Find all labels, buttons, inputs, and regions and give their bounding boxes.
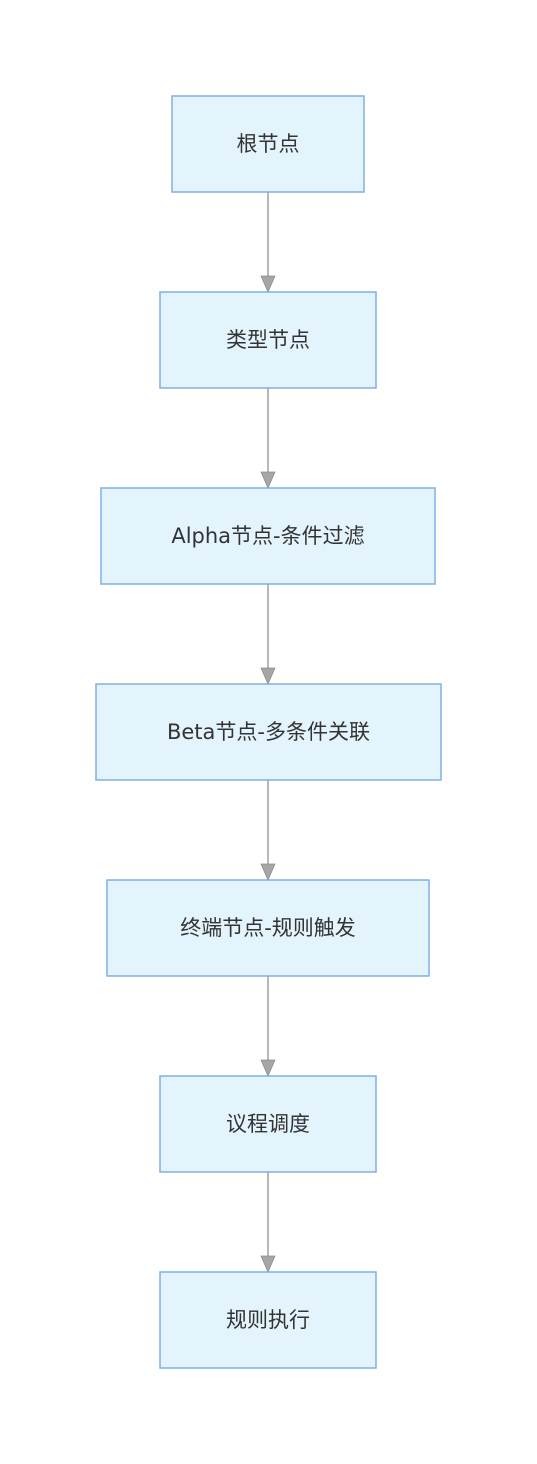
node-type: 类型节点 bbox=[159, 291, 377, 389]
arrowhead-execute bbox=[260, 1255, 276, 1273]
node-box-type bbox=[159, 291, 377, 389]
edges-layer bbox=[260, 192, 276, 1273]
node-label-type: 类型节点 bbox=[226, 328, 310, 352]
node-execute: 规则执行 bbox=[159, 1271, 377, 1369]
node-root: 根节点 bbox=[171, 95, 365, 193]
node-label-terminal: 终端节点-规则触发 bbox=[180, 916, 356, 940]
node-label-root: 根节点 bbox=[237, 132, 300, 156]
arrowhead-type bbox=[260, 275, 276, 293]
arrowhead-terminal bbox=[260, 863, 276, 881]
node-label-agenda: 议程调度 bbox=[226, 1112, 310, 1136]
node-box-beta bbox=[95, 683, 442, 781]
node-box-agenda bbox=[159, 1075, 377, 1173]
node-box-alpha bbox=[100, 487, 436, 585]
node-terminal: 终端节点-规则触发 bbox=[106, 879, 430, 977]
node-agenda: 议程调度 bbox=[159, 1075, 377, 1173]
arrowhead-alpha bbox=[260, 471, 276, 489]
node-box-execute bbox=[159, 1271, 377, 1369]
node-box-terminal bbox=[106, 879, 430, 977]
arrowhead-beta bbox=[260, 667, 276, 685]
node-beta: Beta节点-多条件关联 bbox=[95, 683, 442, 781]
node-label-execute: 规则执行 bbox=[226, 1308, 310, 1332]
node-alpha: Alpha节点-条件过滤 bbox=[100, 487, 436, 585]
arrowhead-agenda bbox=[260, 1059, 276, 1077]
node-label-alpha: Alpha节点-条件过滤 bbox=[171, 524, 364, 548]
node-box-root bbox=[171, 95, 365, 193]
node-label-beta: Beta节点-多条件关联 bbox=[167, 720, 370, 744]
